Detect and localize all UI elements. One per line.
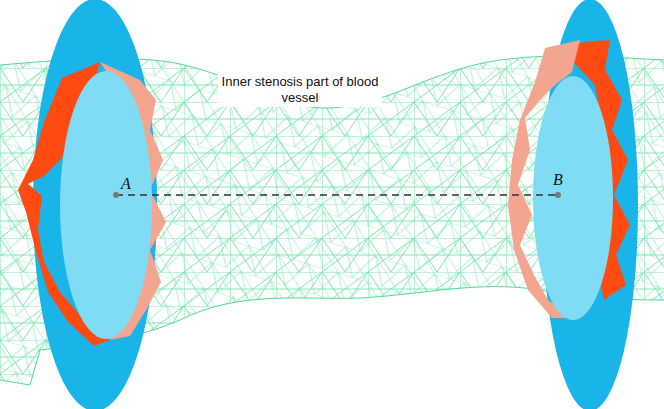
point-label: A: [119, 174, 133, 194]
region-label: Inner stenosis part of blood vessel: [218, 74, 382, 107]
point-marker: [555, 192, 561, 198]
point-label: B: [551, 170, 565, 190]
section-disc: [33, 0, 157, 409]
centerline: [116, 194, 558, 196]
section-area: [533, 76, 613, 320]
section-area: [60, 71, 152, 339]
